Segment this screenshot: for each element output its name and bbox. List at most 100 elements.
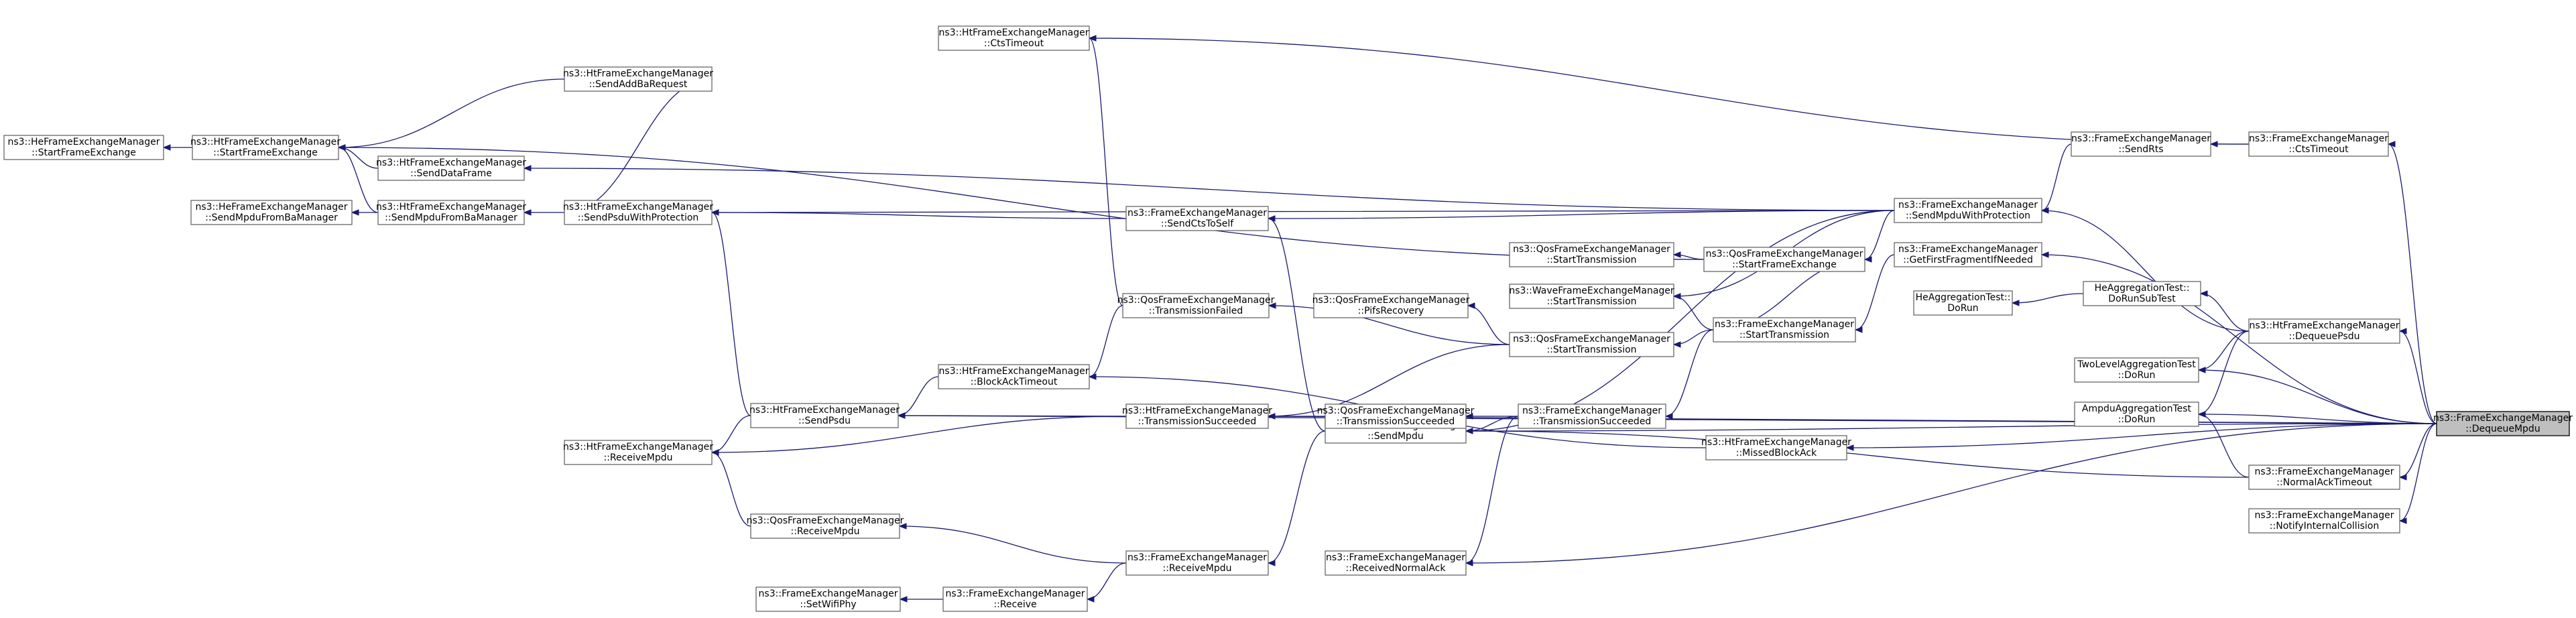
node-box [3,135,164,160]
node-label: ns3::QosFrameExchangeManager [747,515,904,526]
graph-node-n25[interactable]: ns3::HtFrameExchangeManager::SendAddBaRe… [563,66,713,92]
graph-node-n39[interactable]: ns3::FrameExchangeManager::NormalAckTime… [2248,465,2400,490]
node-label: ns3::FrameExchangeManager [2249,133,2388,144]
node-label: ::ReceivedNormalAck [1346,563,1447,574]
edge-n35-n36 [2012,293,2084,304]
node-label: ns3::HtFrameExchangeManager [1701,437,1851,448]
graph-node-n23[interactable]: ns3::HtFrameExchangeManager::StartFrameE… [190,135,341,160]
node-label: ns3::FrameExchangeManager [1326,552,1465,563]
graph-node-n3[interactable]: ns3::QosFrameExchangeManager::StartFrame… [1703,247,1865,272]
arrowhead-n9-n29 [1086,596,1095,603]
graph-node-n4[interactable]: ns3::QosFrameExchangeManager::StartTrans… [1509,242,1674,267]
graph-node-n33[interactable]: ns3::HtFrameExchangeManager::MissedBlock… [1701,435,1851,460]
graph-node-n35[interactable]: HeAggregationTest::DoRunSubTest [2083,281,2201,306]
graph-node-n21[interactable]: ns3::HtFrameExchangeManager::SendMpduFro… [376,200,526,225]
node-label: ns3::HtFrameExchangeManager [563,68,713,79]
edge-n26-n19 [711,212,751,416]
graph-node-n22[interactable]: ns3::HeFrameExchangeManager::SendMpduFro… [190,200,353,225]
edge-n18-n20 [524,168,1895,211]
graph-node-n34[interactable]: ns3::HtFrameExchangeManager::DequeuePsdu [2248,318,2400,344]
node-box [190,200,353,225]
edge-n0-n40 [2399,423,2437,521]
graph-node-n24[interactable]: ns3::HeFrameExchangeManager::StartFrameE… [3,135,164,160]
graph-node-n15[interactable]: ns3::HtFrameExchangeManager::BlockAckTim… [938,364,1090,389]
arrowhead-n39-n38 [2197,411,2206,418]
node-label: HeAggregationTest:: [1916,292,2011,303]
edge-n34-n18 [2041,210,2250,332]
node-box [1125,550,1269,576]
arrowhead-n6-n14 [1268,302,1276,309]
edge-n19-n25 [564,78,713,213]
edge-n28-n27 [711,452,751,527]
graph-node-n10[interactable]: ns3::FrameExchangeManager::ReceivedNorma… [1325,550,1467,576]
arrowhead-n23-n24 [162,144,171,151]
edge-n21-n23 [338,147,379,213]
graph-node-n31[interactable]: ns3::FrameExchangeManager::SendRts [2071,131,2211,157]
graph-node-n16[interactable]: ns3::HtFrameExchangeManager::CtsTimeout [938,25,1090,51]
edge-n34-n37 [2198,330,2250,371]
edge-n32-n16 [1089,38,2250,145]
node-label: ::SendMpduWithProtection [1906,210,2030,221]
edge-n12-n27 [711,416,1127,453]
graph-node-n37[interactable]: TwoLevelAggregationTest::DoRun [2074,357,2199,383]
graph-node-n20[interactable]: ns3::HtFrameExchangeManager::SendDataFra… [376,156,526,181]
node-label: ns3::QosFrameExchangeManager [1312,295,1470,306]
node-box [377,200,525,225]
graph-node-n14[interactable]: ns3::QosFrameExchangeManager::Transmissi… [1117,293,1275,318]
edge-n9-n29 [1087,562,1127,600]
arrowhead-n34-n35 [2199,290,2208,297]
graph-node-n30[interactable]: ns3::FrameExchangeManager::SetWifiPhy [755,586,901,612]
graph-node-n26[interactable]: ns3::HtFrameExchangeManager::SendPsdu [749,403,900,428]
node-label: ::ReceiveMpdu [604,452,673,463]
graph-node-n0[interactable]: ns3::FrameExchangeManager::DequeueMpdu [2433,411,2573,436]
edge-n0-n39 [2399,423,2437,478]
edge-n7-n10 [1465,416,1519,564]
graph-node-n17[interactable]: ns3::FrameExchangeManager::SendCtsToSelf [1125,206,1269,231]
graph-node-n1[interactable]: ns3::FrameExchangeManager::GetFirstFragm… [1894,242,2042,267]
graph-node-n13[interactable]: ns3::QosFrameExchangeManager::PifsRecove… [1312,293,1470,318]
node-label: ::SendAddBaRequest [589,79,688,90]
graph-node-n19[interactable]: ns3::HtFrameExchangeManager::SendPsduWit… [563,200,713,225]
node-box [377,156,525,181]
node-label: ::Receive [993,599,1036,610]
arrowhead-n21-n22 [351,209,359,216]
graph-node-n28[interactable]: ns3::QosFrameExchangeManager::ReceiveMpd… [747,513,904,539]
node-label: ::StartFrameExchange [32,147,136,158]
node-label: ns3::FrameExchangeManager [1522,406,1662,416]
graph-node-n18[interactable]: ns3::FrameExchangeManager::SendMpduWithP… [1894,198,2042,223]
node-label: HeAggregationTest:: [2095,283,2190,294]
arrowhead-n0-n1 [2040,251,2049,258]
arrowhead-n0-n40 [2398,517,2407,524]
graph-node-n27[interactable]: ns3::HtFrameExchangeManager::ReceiveMpdu [563,440,713,465]
node-label: ns3::QosFrameExchangeManager [1317,406,1475,416]
graph-node-n36[interactable]: HeAggregationTest::DoRun [1913,290,2013,316]
arrowhead-n3-n4 [1672,251,1681,258]
node-label: ::TransmissionSucceeded [1337,416,1455,427]
graph-node-n12[interactable]: ns3::HtFrameExchangeManager::Transmissio… [1122,404,1272,429]
arrowhead-n0-n37 [2197,367,2206,373]
graph-node-n9[interactable]: ns3::FrameExchangeManager::ReceiveMpdu [1125,550,1269,576]
node-box [755,586,901,612]
node-label: ::DoRun [2118,370,2156,381]
node-label: ::SendMpduFromBaManager [385,212,517,223]
graph-node-n38[interactable]: AmpduAggregationTest::DoRun [2074,401,2199,427]
graph-node-n40[interactable]: ns3::FrameExchangeManager::NotifyInterna… [2248,508,2400,534]
arrowhead-n29-n30 [899,596,908,603]
node-label: ::NotifyInternalCollision [2270,521,2379,532]
node-box [1509,284,1674,309]
node-label: ::SendPsduWithProtection [578,212,699,223]
node-box [1713,317,1856,343]
node-box [1705,435,1847,460]
node-label: ns3::FrameExchangeManager [1127,208,1267,219]
graph-node-n2[interactable]: ns3::FrameExchangeManager::StartTransmis… [1713,317,1856,343]
graph-node-n6[interactable]: ns3::QosFrameExchangeManager::StartTrans… [1509,332,1674,357]
graph-node-n11[interactable]: ns3::QosFrameExchangeManager::Transmissi… [1317,404,1475,429]
graph-node-n32[interactable]: ns3::FrameExchangeManager::CtsTimeout [2248,131,2389,157]
graph-node-n5[interactable]: ns3::WaveFrameExchangeManager::StartTran… [1509,284,1674,309]
node-box [1518,404,1666,429]
graph-node-n29[interactable]: ns3::FrameExchangeManager::Receive [942,586,1088,612]
graph-node-n7[interactable]: ns3::FrameExchangeManager::TransmissionS… [1518,404,1666,429]
edge-n2-n5 [1673,296,1714,330]
node-label: ns3::FrameExchangeManager [2255,510,2394,521]
node-box [1894,198,2042,223]
